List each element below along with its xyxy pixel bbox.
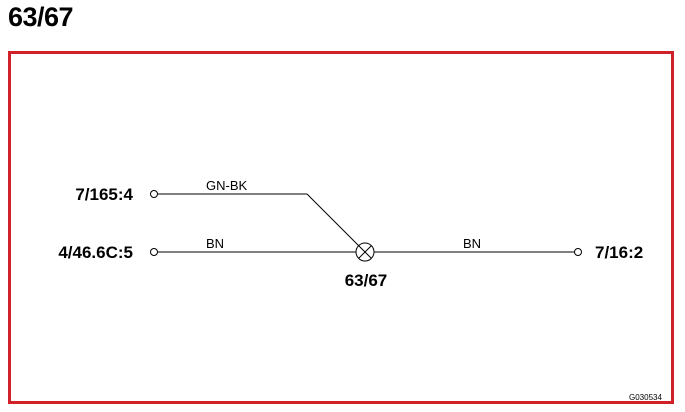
wire-label-right: BN <box>463 236 481 251</box>
connector-label-left-bottom: 4/46.6C:5 <box>58 243 133 262</box>
wire-gn-bk-diagonal <box>306 193 366 253</box>
terminal-left-bottom <box>150 248 158 256</box>
splice-icon <box>355 242 375 262</box>
diagram-frame <box>8 51 674 404</box>
terminal-right <box>574 248 582 256</box>
wire-label-bottom-left: BN <box>206 236 224 251</box>
connector-label-right: 7/16:2 <box>595 243 643 262</box>
wire-label-top: GN-BK <box>206 178 248 193</box>
page-title: 63/67 <box>8 2 74 32</box>
terminal-left-top <box>150 190 158 198</box>
connector-label-left-top: 7/165:4 <box>75 185 133 204</box>
splice-label: 63/67 <box>345 271 388 290</box>
document-id: G030534 <box>629 393 662 402</box>
